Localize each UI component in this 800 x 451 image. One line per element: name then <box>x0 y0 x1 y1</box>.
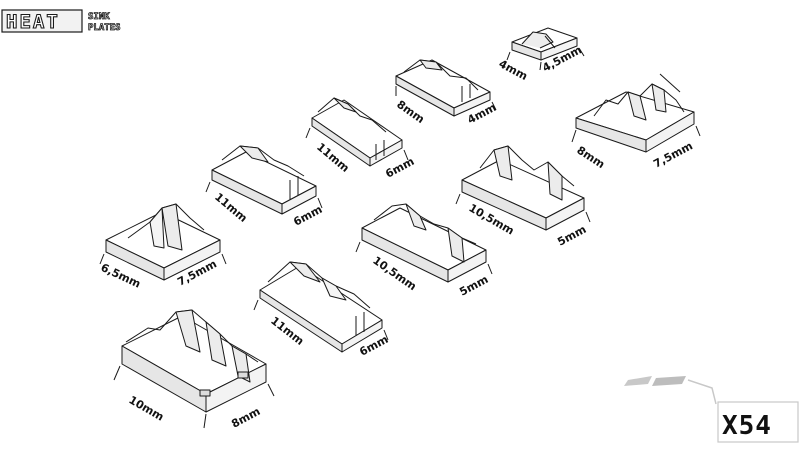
logo-title: HEAT <box>6 11 60 33</box>
plate-10-dim-b: 8mm <box>229 405 262 431</box>
plate-2-dim-a: 8mm <box>394 98 427 126</box>
plate-4-dim-b: 6mm <box>383 155 416 181</box>
badge-frame <box>717 401 799 443</box>
plate-5 <box>205 145 323 215</box>
plate-3-dim-a: 8mm <box>574 144 607 172</box>
plate-8-dim-b: 5mm <box>457 273 490 299</box>
plate-4 <box>305 97 409 167</box>
plate-8 <box>355 203 493 283</box>
plate-10 <box>113 309 275 429</box>
brand-logo: HEAT SINK PLATES <box>1 9 121 34</box>
badge-label: X54 <box>722 411 772 441</box>
plate-6-dim-b: 5mm <box>555 223 588 249</box>
logo-sub-line-2: PLATES <box>88 23 121 33</box>
plate-1-dim-a: 4mm <box>497 57 530 83</box>
plate-7 <box>99 203 227 281</box>
plate-2 <box>395 59 497 117</box>
badge-stripe-1 <box>624 376 652 386</box>
badge-stripe-2 <box>652 376 686 386</box>
plate-3 <box>571 73 701 153</box>
product-code-badge: X54 <box>624 376 799 443</box>
plate-10-dim-a: 10mm <box>127 393 167 423</box>
plate-1 <box>506 27 585 71</box>
plate-9 <box>253 261 389 353</box>
logo-sub-line-1: SINK <box>88 12 110 22</box>
plate-6 <box>455 145 591 231</box>
